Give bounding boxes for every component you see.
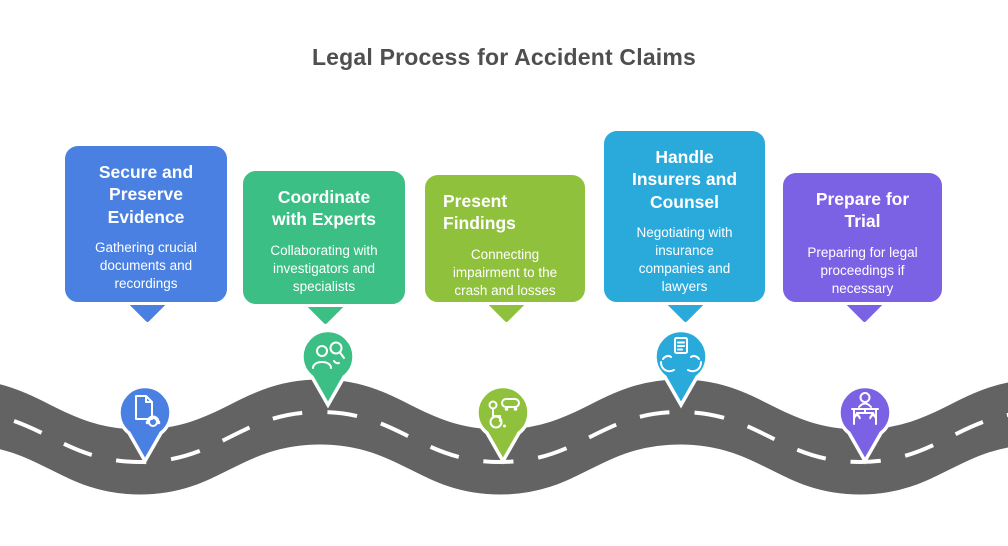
step-card-secure-evidence: Secure and Preserve Evidence Gathering c… (62, 143, 230, 305)
hand-right (687, 361, 702, 373)
policy-lines (677, 341, 685, 351)
pin-shape (653, 328, 709, 409)
hand-left-thumb (662, 354, 672, 360)
page-title: Legal Process for Accident Claims (311, 44, 697, 70)
pin-marker-1 (117, 384, 173, 465)
magnifier-handle (339, 351, 345, 359)
pin-shape (837, 384, 893, 465)
lawyer-shoulders (858, 402, 872, 408)
person-shoulders (312, 361, 332, 369)
lawyer-head (859, 392, 871, 403)
hands-policy-icon (660, 337, 702, 373)
wheelchair-caster (503, 424, 506, 428)
step-title: Present Findings (443, 191, 516, 234)
pin-shape (117, 384, 173, 465)
step-card-prepare-trial: Prepare for Trial Preparing for legal pr… (780, 170, 945, 305)
step-description: Negotiating with insurance companies and… (636, 225, 733, 295)
car-body (501, 398, 520, 408)
step-title: Coordinate with Experts (271, 187, 377, 230)
step-card-handle-insurers: Handle Insurers and Counsel Negotiating … (601, 128, 768, 305)
pin-marker-3 (475, 384, 531, 465)
scales-crossbar (856, 408, 874, 414)
car-wheel-right (513, 407, 518, 411)
wheelchair-wheel (489, 415, 503, 429)
impairment-car-icon (488, 398, 520, 429)
step-card-present-findings: Present Findings Connecting impairment t… (422, 172, 588, 305)
step-title: Prepare for Trial (815, 189, 910, 232)
step-title: Secure and Preserve Evidence (98, 162, 194, 227)
step-description: Connecting impairment to the crash and l… (452, 246, 558, 298)
headphone-cup-left (145, 420, 150, 425)
document-fold (145, 395, 153, 403)
pin-marker-4 (653, 328, 709, 409)
document-recordings-icon (135, 395, 161, 427)
pin-shape (475, 384, 531, 465)
step-card-coordinate-experts: Coordinate with Experts Collaborating wi… (240, 168, 408, 307)
step-description: Collaborating with investigators and spe… (270, 242, 378, 294)
step-description: Gathering crucial documents and recordin… (94, 240, 198, 292)
investigators-magnifier-icon (312, 341, 345, 369)
policy-document (674, 337, 688, 354)
road-centerline (0, 409, 1008, 465)
second-person (333, 360, 340, 365)
magnifier-glass (329, 341, 343, 355)
scales-right-pan (869, 412, 877, 420)
step-title: Handle Insurers and Counsel (631, 147, 738, 212)
step-description: Preparing for legal proceedings if neces… (807, 244, 918, 296)
pin-shape (300, 328, 356, 409)
car-wheel-left (504, 407, 509, 411)
pin-marker-2 (300, 328, 356, 409)
headphone-cup-right (156, 420, 161, 425)
document-outline (135, 395, 153, 420)
hand-left (660, 361, 675, 373)
person-head (316, 345, 328, 357)
headphones-band (146, 415, 160, 423)
hand-right-thumb (690, 354, 700, 360)
pin-marker-5 (837, 384, 893, 465)
lawyer-scales-icon (851, 392, 879, 425)
scales-left-pan (853, 412, 861, 420)
